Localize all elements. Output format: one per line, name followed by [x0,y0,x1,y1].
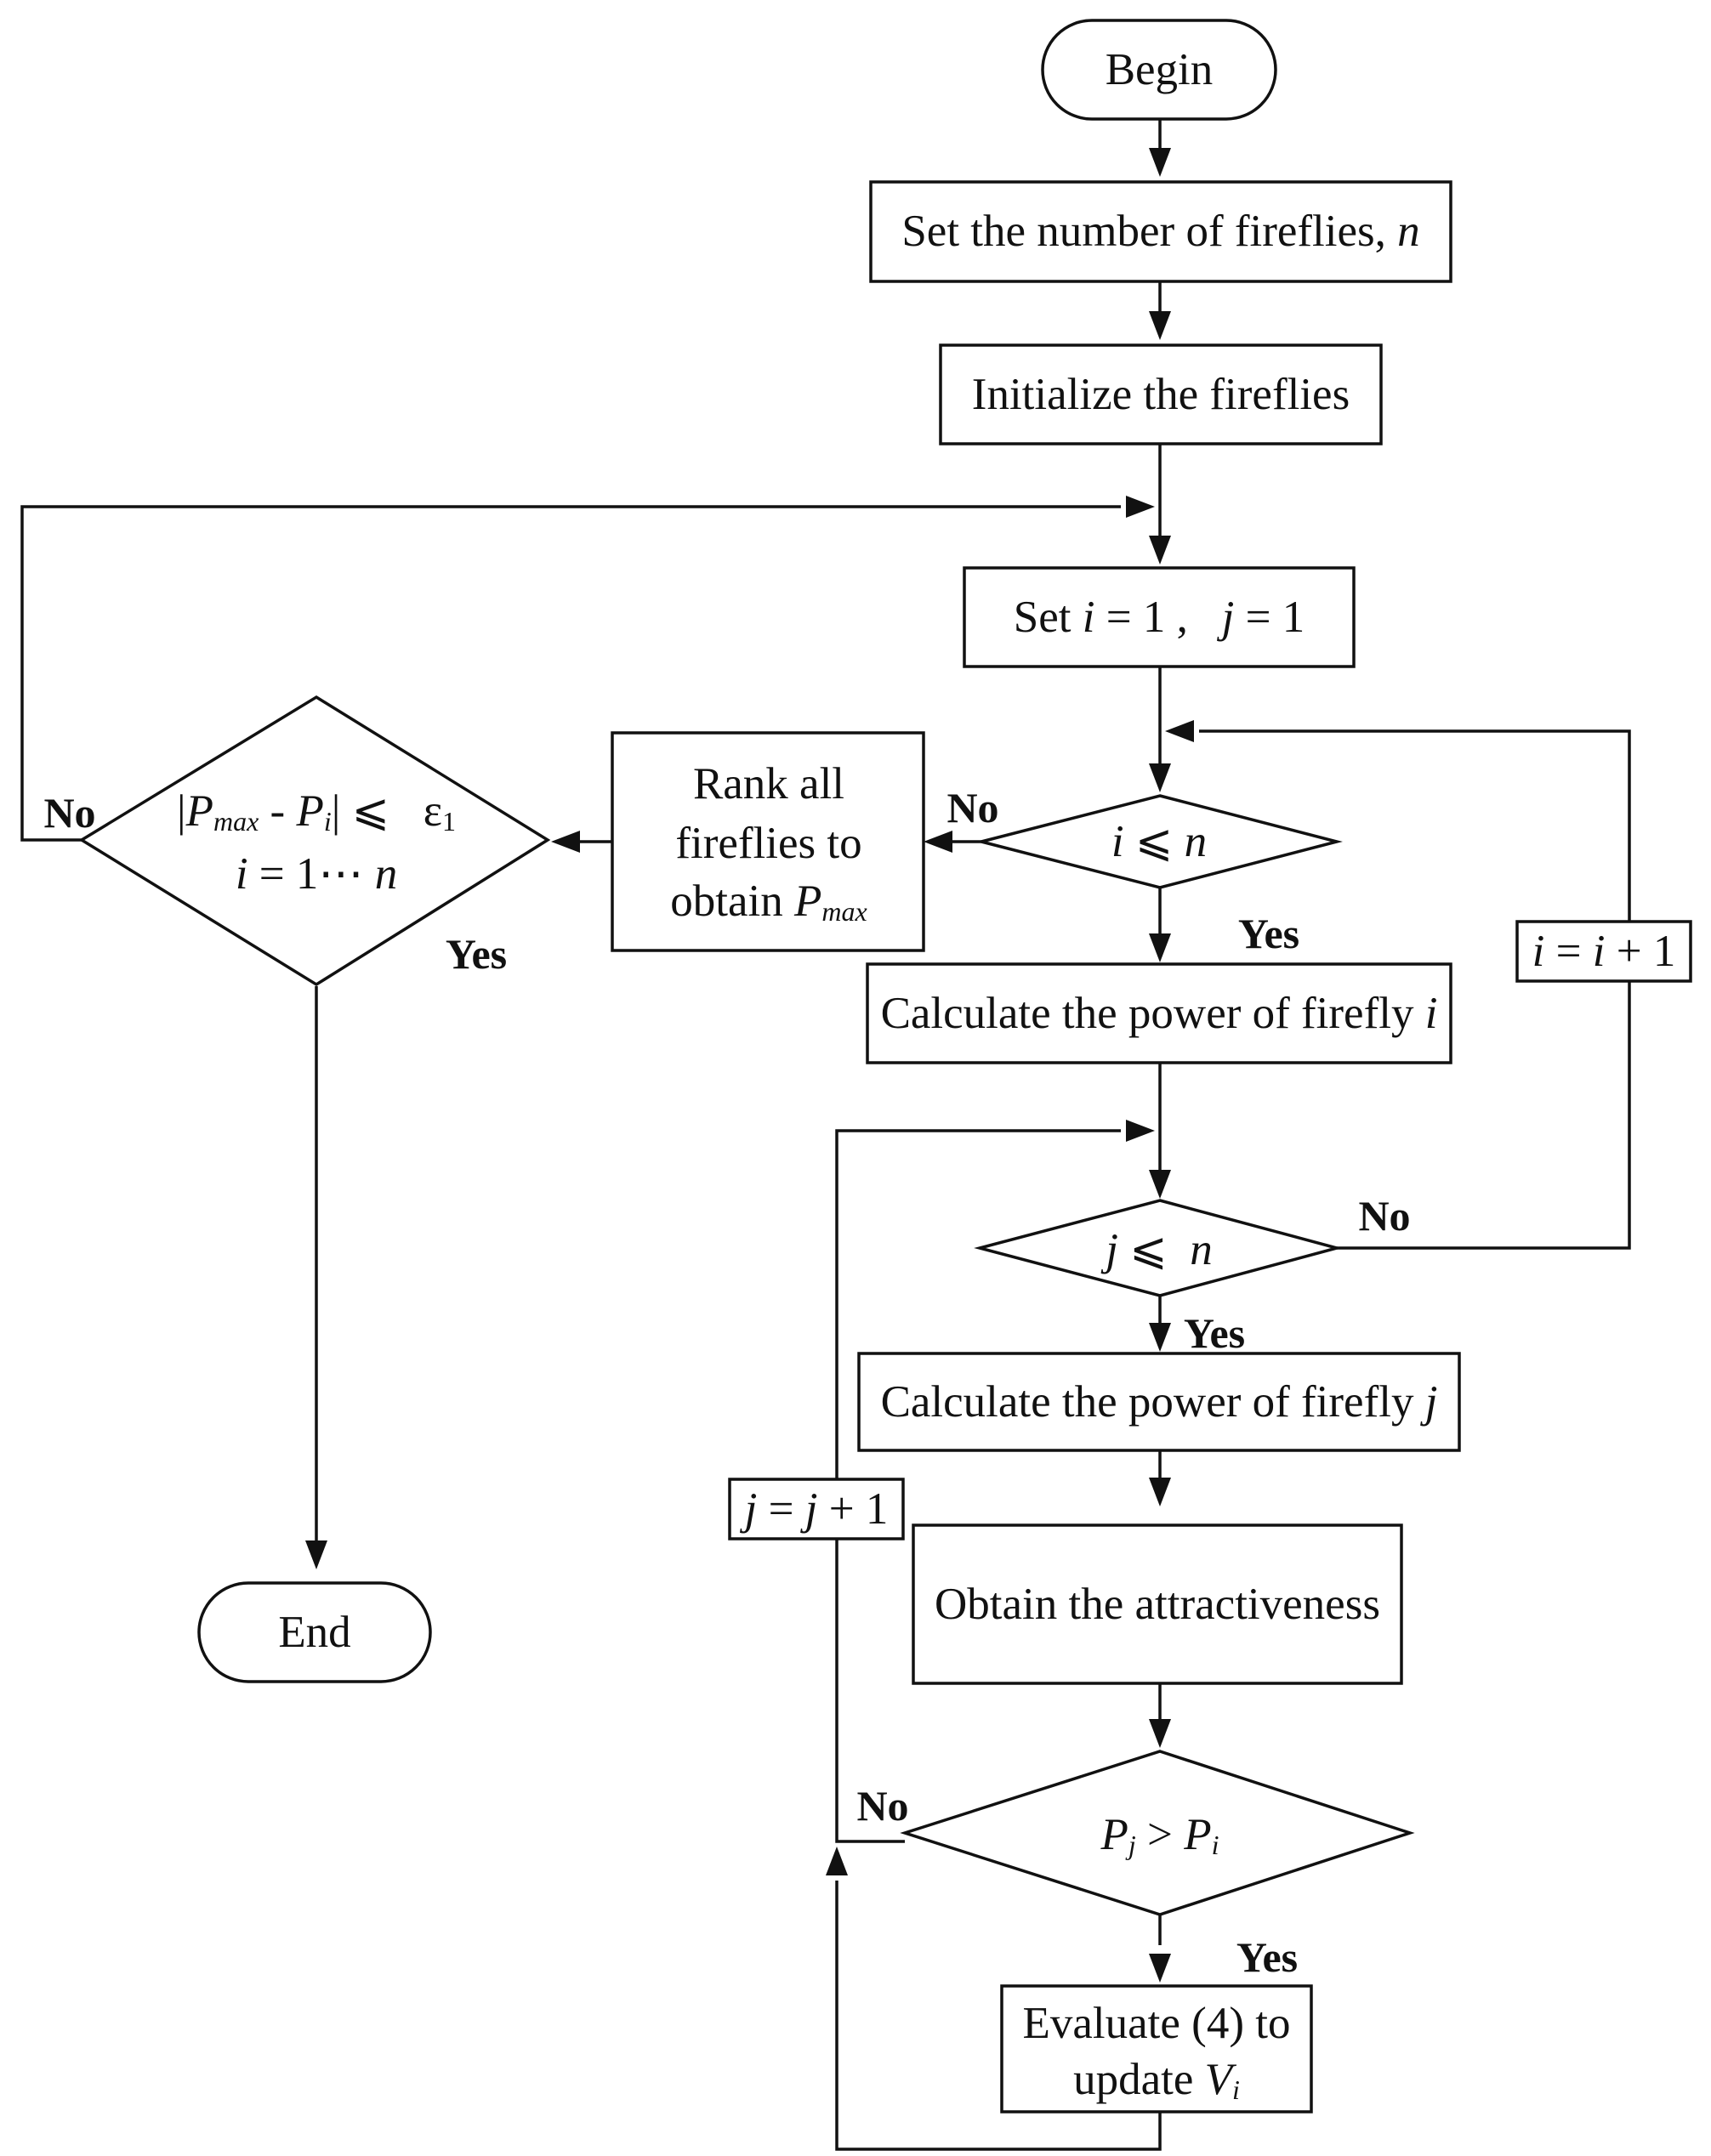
rank-box: Rank all fireflies to obtain Pmax [611,731,925,952]
arrowhead [1149,1323,1171,1352]
increment-j-label: j = j + 1 [740,1484,889,1534]
arrowhead [305,1540,327,1569]
calc-power-j-box: Calculate the power of firefly j [857,1352,1461,1452]
arrowhead [1149,1954,1171,1983]
yes-label-cond-j: Yes [1184,1309,1245,1357]
begin-label: Begin [1106,45,1214,94]
increment-i-box: i = i + 1 [1515,920,1692,983]
decision-i-le-n: i ⩽ n [981,794,1343,889]
arrowhead [1149,933,1171,962]
evaluate-box: Evaluate (4) to update Vi [1000,1984,1313,2113]
calc-power-j-label: Calculate the power of firefly j [881,1377,1438,1427]
decision-pj-gt-pi-label: Pj > Pi [1100,1810,1219,1860]
increment-j-box: j = j + 1 [728,1478,905,1540]
end-terminal: End [197,1581,432,1683]
no-label-converge: No [43,789,95,837]
no-label-cond-p: No [856,1782,908,1830]
decision-pj-gt-pi: Pj > Pi [900,1750,1415,1916]
calc-power-i-label: Calculate the power of firefly i [881,989,1438,1038]
rank-label-line3: obtain Pmax [670,877,867,927]
decision-j-le-n: j ⩽ n [974,1199,1343,1297]
arrowhead [826,1847,848,1875]
arrowhead [1149,763,1171,792]
end-label: End [278,1608,350,1657]
arrowhead [1165,720,1194,742]
arrowhead [1126,1120,1155,1142]
rank-label-line1: Rank all [693,759,844,808]
begin-terminal: Begin [1041,19,1277,121]
no-label-cond-j: No [1358,1192,1410,1240]
arrowhead [1149,148,1171,177]
rank-label-line2: fireflies to [675,819,861,868]
branch-labels: Yes No Yes No Yes No Yes No [43,784,1410,1981]
set-fireflies-label: Set the number of fireflies, n [901,207,1419,256]
arrowhead [551,831,580,853]
arrowhead [924,831,952,853]
arrowhead [1126,496,1155,518]
attractiveness-box: Obtain the attractiveness [912,1523,1403,1685]
set-ij-box: Set i = 1 , j = 1 [963,566,1356,668]
decision-j-le-n-label: j ⩽ n [1100,1225,1212,1274]
set-fireflies-box: Set the number of fireflies, n [869,180,1452,283]
arrowheads [305,148,1194,1983]
edge-converge-loop [20,505,1121,842]
arrowhead [1149,1170,1171,1199]
arrowhead [1149,536,1171,565]
arrowhead [1149,1719,1171,1748]
calc-power-i-box: Calculate the power of firefly i [866,962,1452,1064]
attractiveness-label: Obtain the attractiveness [935,1580,1380,1629]
increment-i-label: i = i + 1 [1532,927,1676,976]
connectors [20,119,1631,2151]
evaluate-label-line1: Evaluate (4) to [1023,1999,1291,2048]
convergence-label-line1: |Pmax - Pi| ⩽ ε1 [177,786,456,837]
set-ij-label: Set i = 1 , j = 1 [1014,593,1305,642]
convergence-label-line2: i = 1⋯ n [236,849,397,899]
yes-label-cond-i: Yes [1238,910,1299,957]
edge-condj-inc-i [1199,729,1631,1250]
evaluate-label-line2: update Vi [1073,2055,1240,2105]
yes-label-converge: Yes [446,930,507,978]
arrowhead [1149,311,1171,340]
decision-i-le-n-label: i ⩽ n [1111,817,1207,866]
initialize-label: Initialize the fireflies [972,370,1350,419]
yes-label-cond-p: Yes [1236,1933,1298,1981]
arrowhead [1149,1478,1171,1506]
initialize-box: Initialize the fireflies [939,343,1383,445]
decision-convergence: |Pmax - Pi| ⩽ ε1 i = 1⋯ n [78,695,551,987]
no-label-cond-i: No [946,784,998,831]
